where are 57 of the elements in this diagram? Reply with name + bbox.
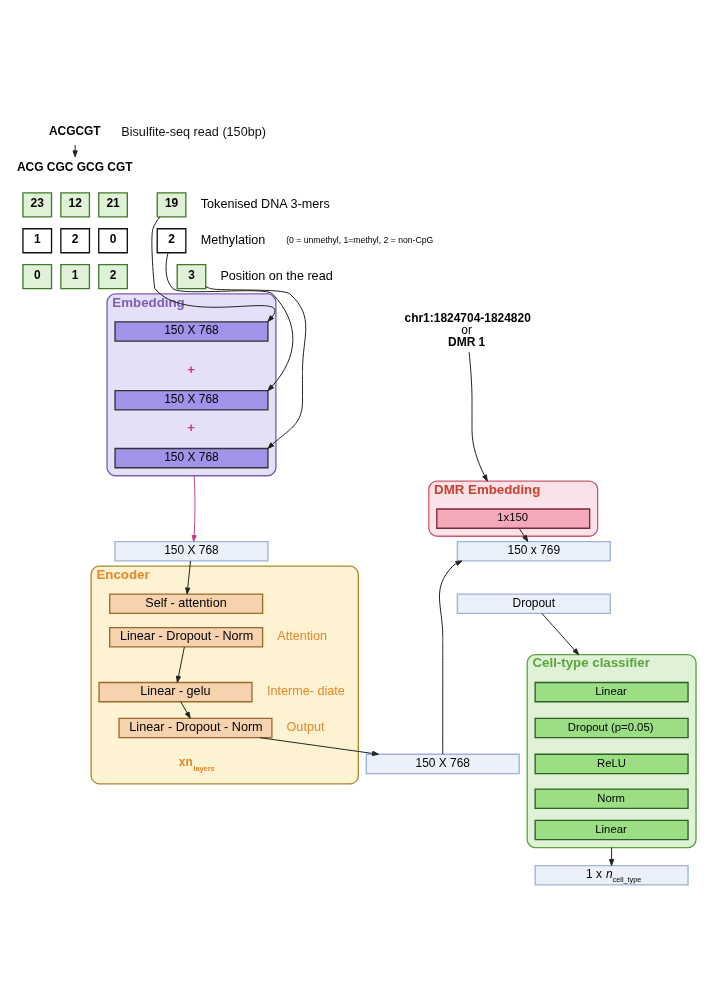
node-box: 21 bbox=[97, 192, 128, 218]
arrow bbox=[468, 351, 488, 482]
node-box: Norm bbox=[534, 788, 689, 810]
node-box: 19 bbox=[156, 192, 186, 218]
arrow bbox=[540, 612, 579, 656]
label: Position on the read bbox=[219, 268, 333, 283]
node-box: 1 bbox=[21, 228, 52, 254]
node-box: Dropout (p=0.05) bbox=[534, 717, 689, 739]
arrow bbox=[191, 475, 197, 542]
label: Methylation bbox=[200, 232, 265, 247]
node-box: 150 x 769 bbox=[456, 540, 611, 562]
node-box: Linear bbox=[534, 681, 689, 703]
node-text: ACGCGT bbox=[48, 124, 101, 139]
node-box: Linear - gelu bbox=[97, 681, 253, 703]
node-box: 0 bbox=[21, 264, 52, 290]
label: Tokenised DNA 3-mers bbox=[200, 196, 330, 211]
node-label: Bisulfite-seq read (150bp) bbox=[120, 125, 266, 140]
arrow bbox=[72, 144, 78, 158]
arrow bbox=[150, 216, 275, 322]
node-box: 150 X 768 bbox=[113, 321, 269, 342]
node-box: 150 X 768 bbox=[113, 447, 269, 469]
label: + bbox=[186, 362, 195, 378]
node-box: 2 bbox=[97, 264, 128, 290]
arrow bbox=[179, 701, 191, 719]
node-box: 1 x n$_{cell_type}$ bbox=[534, 864, 689, 886]
node-box: 2 bbox=[59, 228, 90, 254]
arrow bbox=[518, 527, 528, 542]
arrow bbox=[184, 560, 191, 595]
node-label: Output bbox=[286, 720, 324, 735]
node-label: Interme- diate bbox=[266, 684, 345, 699]
node-box: Dropout bbox=[456, 593, 611, 614]
node-box: 150 X 768 bbox=[113, 390, 269, 411]
node-box: 0 bbox=[97, 228, 128, 254]
label: + bbox=[186, 419, 195, 435]
node-box: 150 X 768 bbox=[365, 753, 520, 775]
node-text: chr1:1824704-1824820 or DMR 1 bbox=[404, 311, 531, 350]
arrow bbox=[438, 560, 462, 755]
node-box: 150 X 768 bbox=[113, 540, 269, 562]
node-box: Self - attention bbox=[108, 593, 263, 614]
arrow bbox=[165, 252, 293, 392]
node-box: Linear - Dropout - Norm bbox=[108, 626, 263, 648]
node-box: 2 bbox=[156, 228, 186, 254]
node-box: 1 bbox=[59, 264, 90, 290]
arrow bbox=[204, 286, 306, 449]
arrow bbox=[175, 646, 185, 683]
arrow bbox=[258, 737, 379, 756]
label: (0 = unmethyl, 1=methyl, 2 = non-CpG bbox=[285, 235, 433, 246]
node-box: ReLU bbox=[534, 753, 689, 775]
node-label: Attention bbox=[276, 629, 327, 644]
node-box: 3 bbox=[176, 264, 206, 290]
arrow bbox=[608, 847, 614, 866]
node-box: Linear bbox=[534, 819, 689, 841]
node-box: Linear - Dropout - Norm bbox=[117, 717, 273, 739]
node-text: ACG CGC GCG CGT bbox=[16, 160, 133, 175]
node-box: 12 bbox=[59, 192, 90, 218]
node-box: 23 bbox=[21, 192, 52, 218]
node-box: 1x150 bbox=[435, 508, 590, 529]
